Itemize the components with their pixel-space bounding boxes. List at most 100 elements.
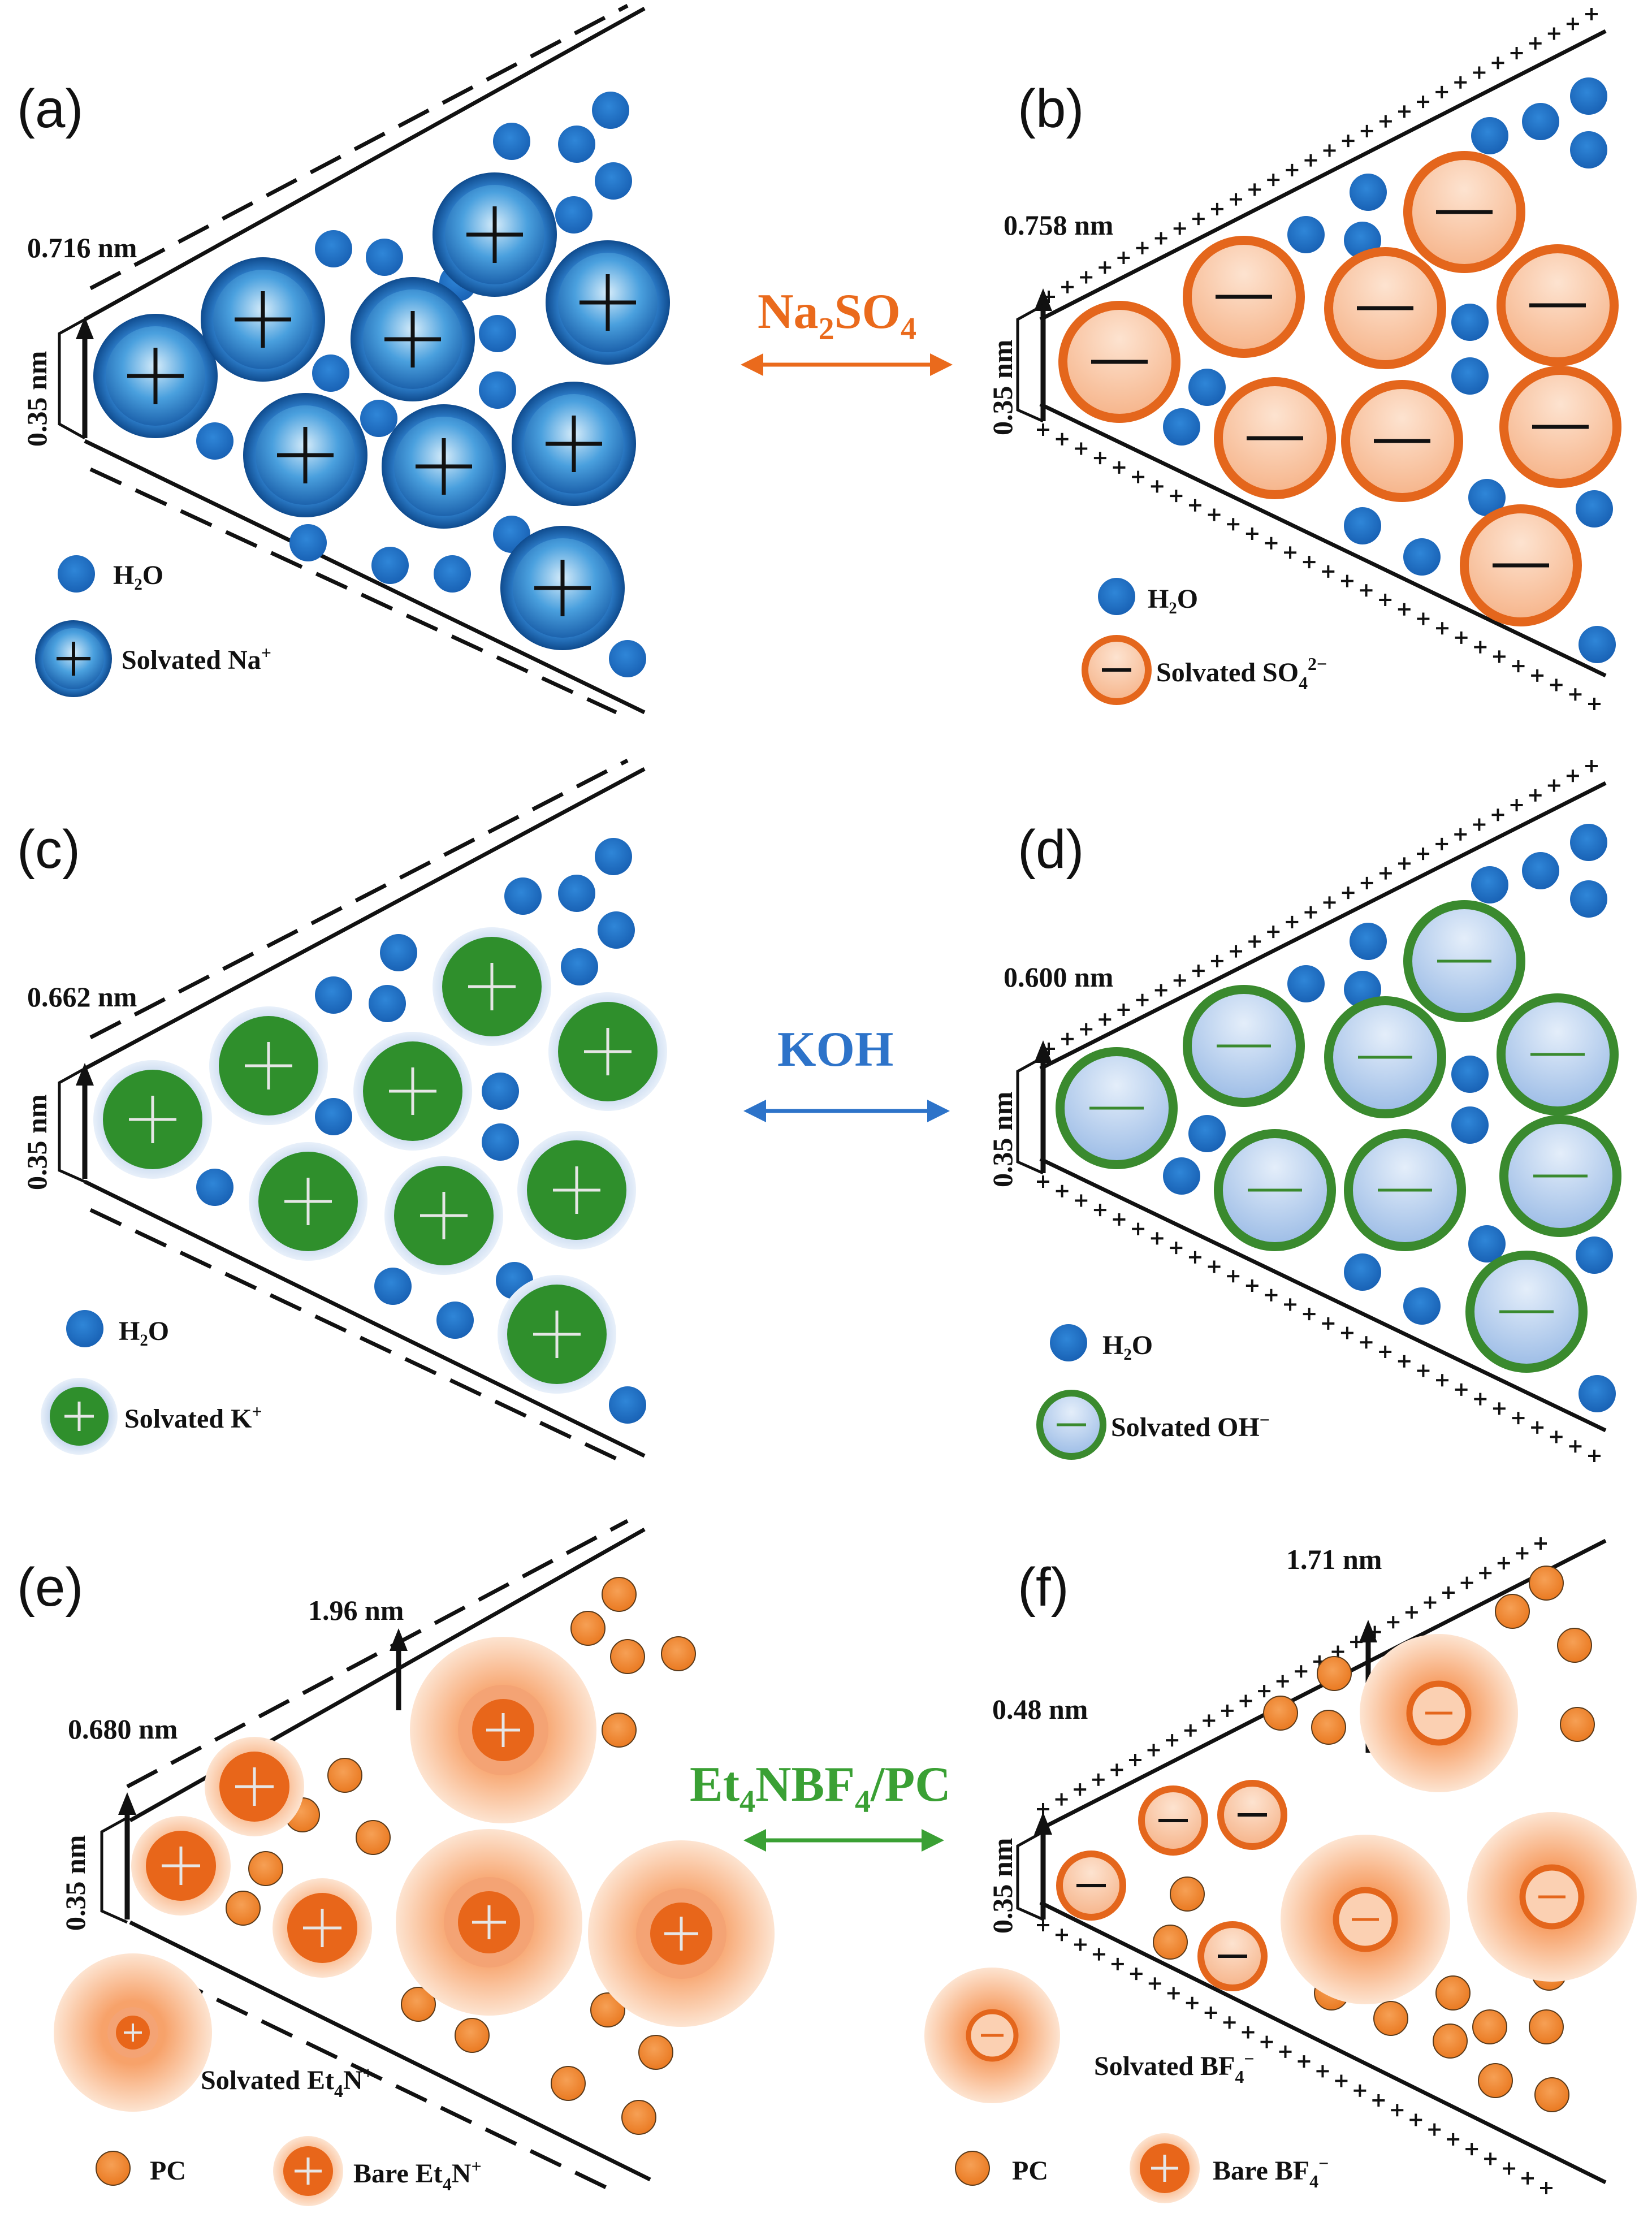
solvated-anion-legend-icon [924, 1968, 1060, 2103]
panel-label-e: (e) [17, 1557, 83, 1618]
surface-charge-plus-icon [1037, 1175, 1049, 1188]
surface-charge-plus-icon [1080, 271, 1093, 284]
surface-charge-plus-icon [1473, 818, 1486, 831]
surface-charge-plus-icon [1436, 622, 1449, 635]
surface-charge-plus-icon [1303, 556, 1316, 569]
electrolyte-label-row3: Et4NBF4/PC [690, 1757, 951, 1819]
surface-charge-plus-icon [1113, 461, 1126, 474]
pc-molecules [226, 1577, 696, 2135]
surface-charge-plus-icon [1192, 965, 1205, 978]
surface-charge-plus-icon [1534, 1537, 1547, 1550]
solvated-so4-ions [1058, 151, 1621, 626]
surface-charge-plus-icon [1075, 1194, 1088, 1207]
surface-charge-plus-icon [1550, 678, 1563, 691]
surface-charge-plus-icon [1258, 1685, 1271, 1698]
surface-charge-plus-icon [1132, 470, 1145, 483]
surface-charge-plus-icon [1398, 603, 1411, 616]
solvated-oh-ions [1056, 900, 1621, 1373]
surface-charge-plus-icon [1331, 1645, 1344, 1658]
surface-charge-plus-icon [1493, 650, 1506, 663]
surface-charge-plus-icon [1342, 135, 1355, 148]
pc-legend-icon [955, 2151, 990, 2186]
double-arrow [741, 353, 953, 376]
surface-charge-plus-icon [1188, 1251, 1201, 1264]
water-legend-icon [58, 555, 95, 593]
surface-charge-plus-icon [1056, 1184, 1069, 1197]
large-pore-size-label: 1.71 nm [1286, 1543, 1382, 1575]
solvated-anion-legend-icon [1036, 1390, 1106, 1460]
surface-charge-plus-icon [1569, 1440, 1582, 1453]
surface-charge-plus-icon [1323, 896, 1336, 909]
surface-charge-plus-icon [1417, 1364, 1430, 1377]
panel-label-b: (b) [1018, 79, 1084, 139]
surface-charge-plus-icon [1512, 1412, 1525, 1425]
legend-ion-label: Solvated SO42− [1156, 654, 1327, 693]
pore-size-label: 0.600 nm [1004, 961, 1113, 993]
surface-charge-plus-icon [1335, 2074, 1348, 2087]
surface-charge-plus-icon [1284, 1298, 1297, 1311]
legend-f: Solvated BF4− PC Bare BF4− [924, 1968, 1329, 2203]
surface-charge-plus-icon [1473, 66, 1486, 79]
surface-charge-plus-icon [1186, 1996, 1199, 2009]
surface-charge-plus-icon [1170, 490, 1183, 503]
entrance-size-label: 0.35 nm [987, 1838, 1018, 1934]
legend-pc-label: PC [150, 2156, 186, 2186]
large-pore-dimension [390, 1628, 408, 1710]
surface-charge-plus-icon [1055, 1793, 1068, 1806]
bare-et4n-ions [131, 1737, 372, 1978]
entrance-dimension [58, 317, 94, 440]
surface-charge-plus-icon [1529, 789, 1542, 802]
surface-charge-plus-icon [1267, 926, 1280, 939]
surface-charge-plus-icon [1303, 1308, 1316, 1321]
surface-charge-plus-icon [1130, 1968, 1143, 1981]
legend-d: H₂O Solvated OH− [1036, 1324, 1270, 1460]
surface-charge-plus-icon [1267, 174, 1280, 187]
surface-charge-plus-icon [1276, 1675, 1289, 1688]
legend-b: H₂O Solvated SO42− [1082, 578, 1327, 705]
large-pore-size-label: 1.96 nm [308, 1594, 404, 1626]
pore-walls [1039, 29, 1607, 678]
surface-charge-plus-icon [1223, 2016, 1236, 2029]
surface-charge-plus-icon [1379, 115, 1392, 128]
surface-charge-plus-icon [1398, 1355, 1411, 1368]
water-legend-icon [66, 1310, 103, 1347]
surface-charge-plus-icon [1151, 1232, 1164, 1245]
surface-charge-plus-icon [1417, 848, 1430, 861]
legend-solvated-label: Solvated Et4N+ [201, 2063, 373, 2101]
surface-charge-plus-icon [1227, 518, 1240, 531]
surface-charge-plus-icon [1184, 1724, 1197, 1737]
surface-charge-plus-icon [1166, 1734, 1179, 1747]
bare-cation-legend-icon [273, 2136, 343, 2206]
entrance-dimension [1016, 1040, 1052, 1175]
bare-anion-legend-icon [1130, 2133, 1200, 2203]
surface-charge-plus-icon [1569, 688, 1582, 701]
surface-charge-plus-icon [1510, 46, 1523, 59]
pore-size-label: 0.680 nm [68, 1713, 178, 1745]
legend-e: Solvated Et4N+ PC Bare Et4N+ [54, 1953, 482, 2206]
solvated-k-ions [93, 927, 667, 1394]
surface-charge-plus-icon [1298, 2055, 1311, 2068]
surface-charge-plus-icon [1360, 124, 1373, 137]
surface-charge-plus-icon [1510, 798, 1523, 811]
surface-charge-plus-icon [1454, 828, 1467, 841]
surface-charge-plus-icon [1099, 1013, 1112, 1026]
pore-walls [84, 758, 646, 1461]
surface-charge-plus-icon [1447, 2133, 1460, 2146]
surface-charge-plus-icon [1436, 1374, 1449, 1387]
surface-charge-plus-icon [1248, 183, 1261, 196]
surface-charge-plus-icon [1208, 1260, 1221, 1273]
surface-charge-plus-icon [1099, 261, 1112, 274]
surface-charge-plus-icon [1398, 105, 1411, 118]
panel-b: 0.758 nm 0.35 nm H₂O Solvated SO42− [987, 8, 1621, 710]
legend-pc-label: PC [1012, 2156, 1048, 2186]
solvated-anion-legend-icon [1082, 635, 1152, 705]
surface-charge-plus-icon [1391, 2104, 1404, 2117]
surface-charge-plus-icon [1136, 241, 1149, 254]
surface-charge-plus-icon [1056, 433, 1069, 446]
surface-charge-plus-icon [1203, 1714, 1216, 1727]
legend-c: H₂O Solvated K+ [41, 1310, 262, 1455]
electrolyte-na2so4: Na2SO4 [741, 284, 953, 376]
panel-label-c: (c) [17, 819, 80, 880]
surface-charge-plus-icon [1353, 2084, 1366, 2097]
